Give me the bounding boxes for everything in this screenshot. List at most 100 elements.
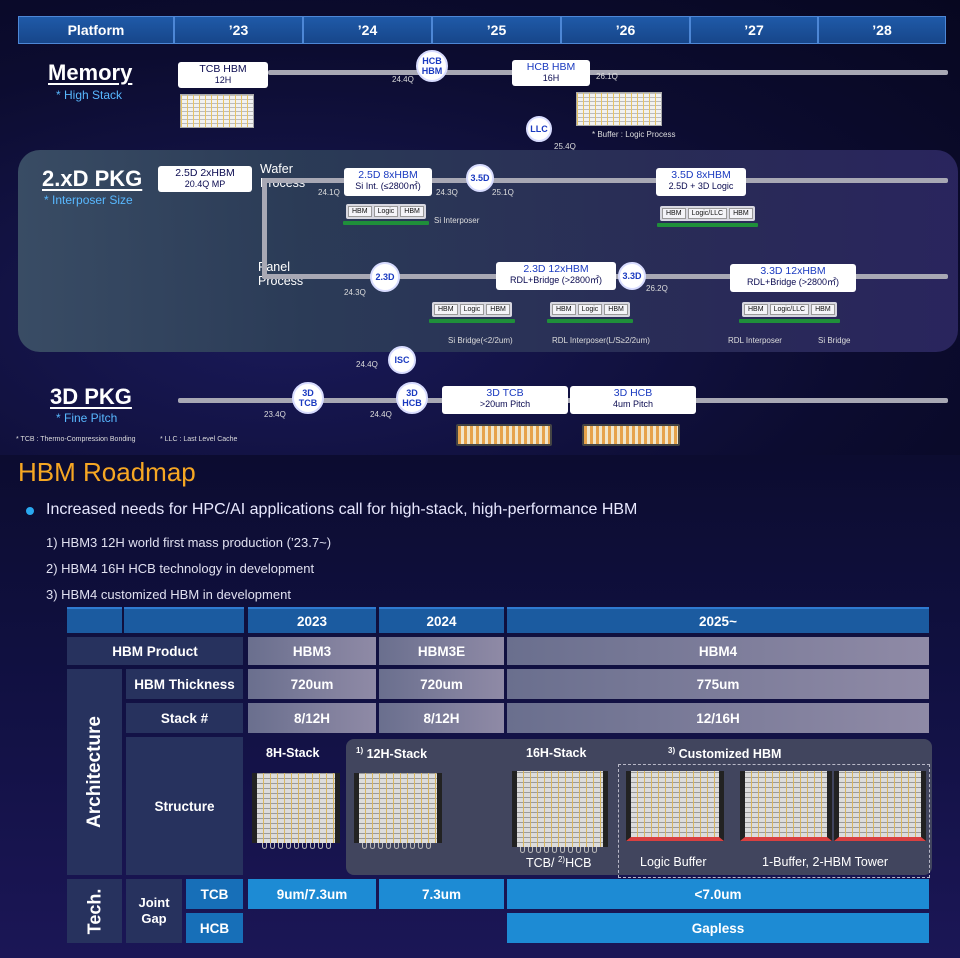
list-item: 2) HBM4 16H HCB technology in developmen…	[46, 561, 315, 576]
caption-tcb-hcb: TCB/ 2)HCB	[526, 855, 591, 870]
thickness-2023: 720um	[248, 669, 376, 699]
wafer-date-2: 24.3Q	[436, 188, 458, 197]
chip-hbm-label: HBM	[434, 304, 458, 315]
memory-date-1: 24.4Q	[392, 75, 414, 84]
interposer-substrate	[343, 221, 429, 225]
header-year-27: ’27	[690, 16, 818, 44]
tcb-hbm-box: TCB HBM 12H	[178, 62, 268, 88]
3d-hcb-image	[582, 424, 680, 446]
struct-8h-label: 8H-Stack	[266, 746, 320, 760]
hcb-hbm-box: HCB HBM 16H	[512, 60, 590, 86]
3-5d-8xhbm-box: 3.5D 8xHBM 2.5D + 3D Logic	[656, 168, 746, 196]
architecture-label: Architecture	[67, 669, 122, 875]
panel-date-2: 26.2Q	[646, 284, 668, 293]
memory-timeline	[268, 70, 948, 75]
hcb-row-label: HCB	[186, 913, 243, 943]
stack-16h-image	[512, 771, 608, 847]
tower-right-image	[834, 771, 926, 841]
wafer-date-1: 24.1Q	[318, 188, 340, 197]
tcb-2023: 9um/7.3um	[248, 879, 376, 909]
2-3d-box-sub: RDL+Bridge (>2800㎡)	[509, 275, 603, 285]
wafer-timeline	[262, 178, 948, 183]
memory-date-2: 26.1Q	[596, 72, 618, 81]
isc-circle: ISC	[388, 346, 416, 374]
3-3d-chip: HBM Logic/LLC HBM	[739, 302, 840, 323]
table-corner-1	[67, 607, 122, 633]
3d-hcb-box-sub: 4um Pitch	[612, 399, 654, 409]
tcb-2024: 7.3um	[379, 879, 504, 909]
mp-2xhbm-box: 2.5D 2xHBM 20.4Q MP	[158, 166, 252, 192]
year-2025: 2025~	[507, 607, 929, 633]
chip-hbm-label: HBM	[486, 304, 510, 315]
hcb-hbm-box-sub: 16H	[542, 73, 560, 83]
wafer-date-3: 25.1Q	[492, 188, 514, 197]
footnote-tcb: * TCB : Thermo-Compression Bonding	[16, 436, 136, 443]
3d-hcb-date: 24.4Q	[370, 410, 392, 419]
tech-label: Tech.	[67, 879, 122, 943]
product-hbm3: HBM3	[248, 637, 376, 665]
si-interposer-label: Si Interposer	[434, 216, 480, 225]
chip-hbm-label: HBM	[729, 208, 753, 219]
3d-hcb-box-title: 3D HCB	[613, 387, 653, 399]
2-5d-8xhbm-box: 2.5D 8xHBM Si Int. (≤2800㎡)	[344, 168, 432, 196]
2-5d-box-title: 2.5D 8xHBM	[358, 169, 418, 181]
si-bridge-chip: HBM Logic HBM	[429, 302, 515, 323]
header-year-28: ’28	[818, 16, 946, 44]
3-5d-box-title: 3.5D 8xHBM	[671, 169, 731, 181]
hcb-hbm-box-title: HCB HBM	[526, 61, 576, 73]
2-3d-12xhbm-box: 2.3D 12xHBM RDL+Bridge (>2800㎡)	[496, 262, 616, 290]
tcb-hbm-stack-image	[180, 94, 254, 128]
3d-pkg-title: 3D PKG	[50, 384, 132, 409]
3d-pkg-subtitle: * Fine Pitch	[56, 411, 118, 425]
si-bridge-note: Si Bridge(<2/2um)	[448, 336, 513, 345]
stack-8h-image	[252, 773, 340, 843]
struct-12h-label: 1) 12H-Stack	[356, 746, 427, 761]
bullet-icon	[26, 507, 34, 515]
year-2023: 2023	[248, 607, 376, 633]
header-year-23: ’23	[174, 16, 303, 44]
stack-8h-bumps	[262, 843, 331, 851]
memory-date-3: 25.4Q	[554, 142, 576, 151]
3d-hcb-box: 3D HCB 4um Pitch	[570, 386, 696, 414]
rdl-note: RDL Interposer(L/S≥2/2um)	[552, 336, 650, 345]
stack-label: Stack #	[126, 703, 243, 733]
chip-logic-label: Logic	[373, 206, 399, 217]
pkg-title: 2.xD PKG	[42, 166, 143, 191]
mp-box-title: 2.5D 2xHBM	[175, 167, 235, 179]
bridge-substrate	[429, 319, 515, 323]
3-3d-circle: 3.3D	[618, 262, 646, 290]
rdl-substrate	[547, 319, 633, 323]
2-3d-box-title: 2.3D 12xHBM	[523, 263, 589, 275]
3-3d-box-title: 3.3D 12xHBM	[760, 265, 826, 277]
struct-custom-text: Customized HBM	[678, 747, 782, 762]
tcb-hbm-box-title: TCB HBM	[199, 63, 247, 75]
struct-12h-text: 12H-Stack	[366, 747, 428, 762]
table-corner-2	[124, 607, 244, 633]
product-hbm3e: HBM3E	[379, 637, 504, 665]
caption-logic-buffer: Logic Buffer	[640, 855, 707, 869]
caption-hcb: HCB	[565, 856, 592, 871]
header-year-25: ’25	[432, 16, 561, 44]
3-5d-circle: 3.5D	[466, 164, 494, 192]
stack-12h-image	[354, 773, 442, 843]
chip-logic-label: Logic	[577, 304, 603, 315]
chip-hbm-label: HBM	[604, 304, 628, 315]
stack-12h-bumps	[362, 843, 431, 851]
3d-hcb-circle: 3D HCB	[396, 382, 428, 414]
logic-buffer-image	[626, 771, 724, 841]
si-interposer-chip: HBM Logic HBM	[343, 204, 429, 225]
hcb-2025: Gapless	[507, 913, 929, 943]
chip-hbm-label: HBM	[662, 208, 686, 219]
caption-sup: 2)	[557, 855, 566, 864]
mp-box-sub: 20.4Q MP	[184, 179, 226, 189]
hbm-product-label: HBM Product	[67, 637, 243, 665]
hbm-roadmap-title: HBM Roadmap	[18, 457, 196, 487]
caption-tcb: TCB/	[526, 856, 558, 871]
rdl-substrate	[739, 319, 840, 323]
chip-logic-label: Logic	[459, 304, 485, 315]
thickness-2025: 775um	[507, 669, 929, 699]
tcb-2025: <7.0um	[507, 879, 929, 909]
3d-tcb-box-title: 3D TCB	[486, 387, 524, 399]
memory-subtitle: * High Stack	[56, 88, 123, 102]
chip-hbm-label: HBM	[811, 304, 835, 315]
